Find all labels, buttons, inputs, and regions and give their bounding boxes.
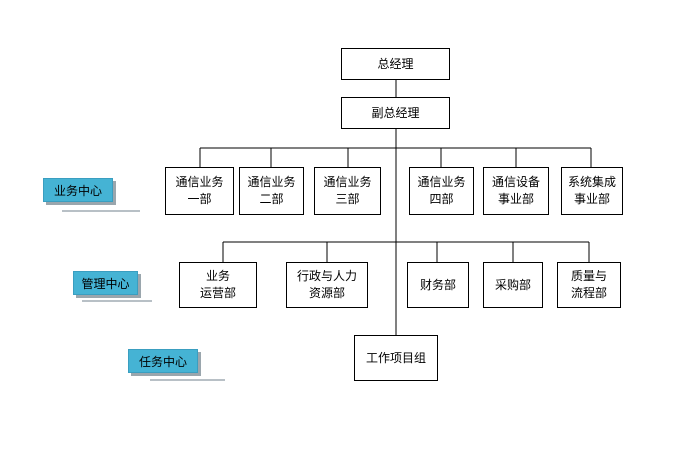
- node-management-unit-3: 财务部: [407, 262, 469, 308]
- node-business-unit-2: 通信业务 二部: [239, 167, 304, 215]
- tag-task-center-underline: [150, 379, 225, 381]
- node-business-unit-4: 通信业务 四部: [409, 167, 474, 215]
- node-business-unit-3: 通信业务 三部: [314, 167, 381, 215]
- node-management-unit-1: 业务 运营部: [179, 262, 257, 308]
- node-work-project-group: 工作项目组: [354, 335, 438, 381]
- node-business-unit-1: 通信业务 一部: [165, 167, 234, 215]
- tag-management-center: 管理中心: [73, 271, 138, 295]
- tag-business-center-underline: [62, 210, 140, 212]
- node-management-unit-2: 行政与人力 资源部: [286, 262, 368, 308]
- node-general-manager: 总经理: [341, 48, 450, 80]
- node-business-unit-5: 通信设备 事业部: [483, 167, 549, 215]
- node-management-unit-5: 质量与 流程部: [557, 262, 621, 308]
- tag-business-center: 业务中心: [43, 178, 113, 202]
- tag-task-center: 任务中心: [128, 349, 198, 373]
- node-business-unit-6: 系统集成 事业部: [561, 167, 623, 215]
- node-deputy-general-manager: 副总经理: [341, 97, 450, 129]
- tag-management-center-underline: [82, 300, 152, 302]
- node-management-unit-4: 采购部: [483, 262, 543, 308]
